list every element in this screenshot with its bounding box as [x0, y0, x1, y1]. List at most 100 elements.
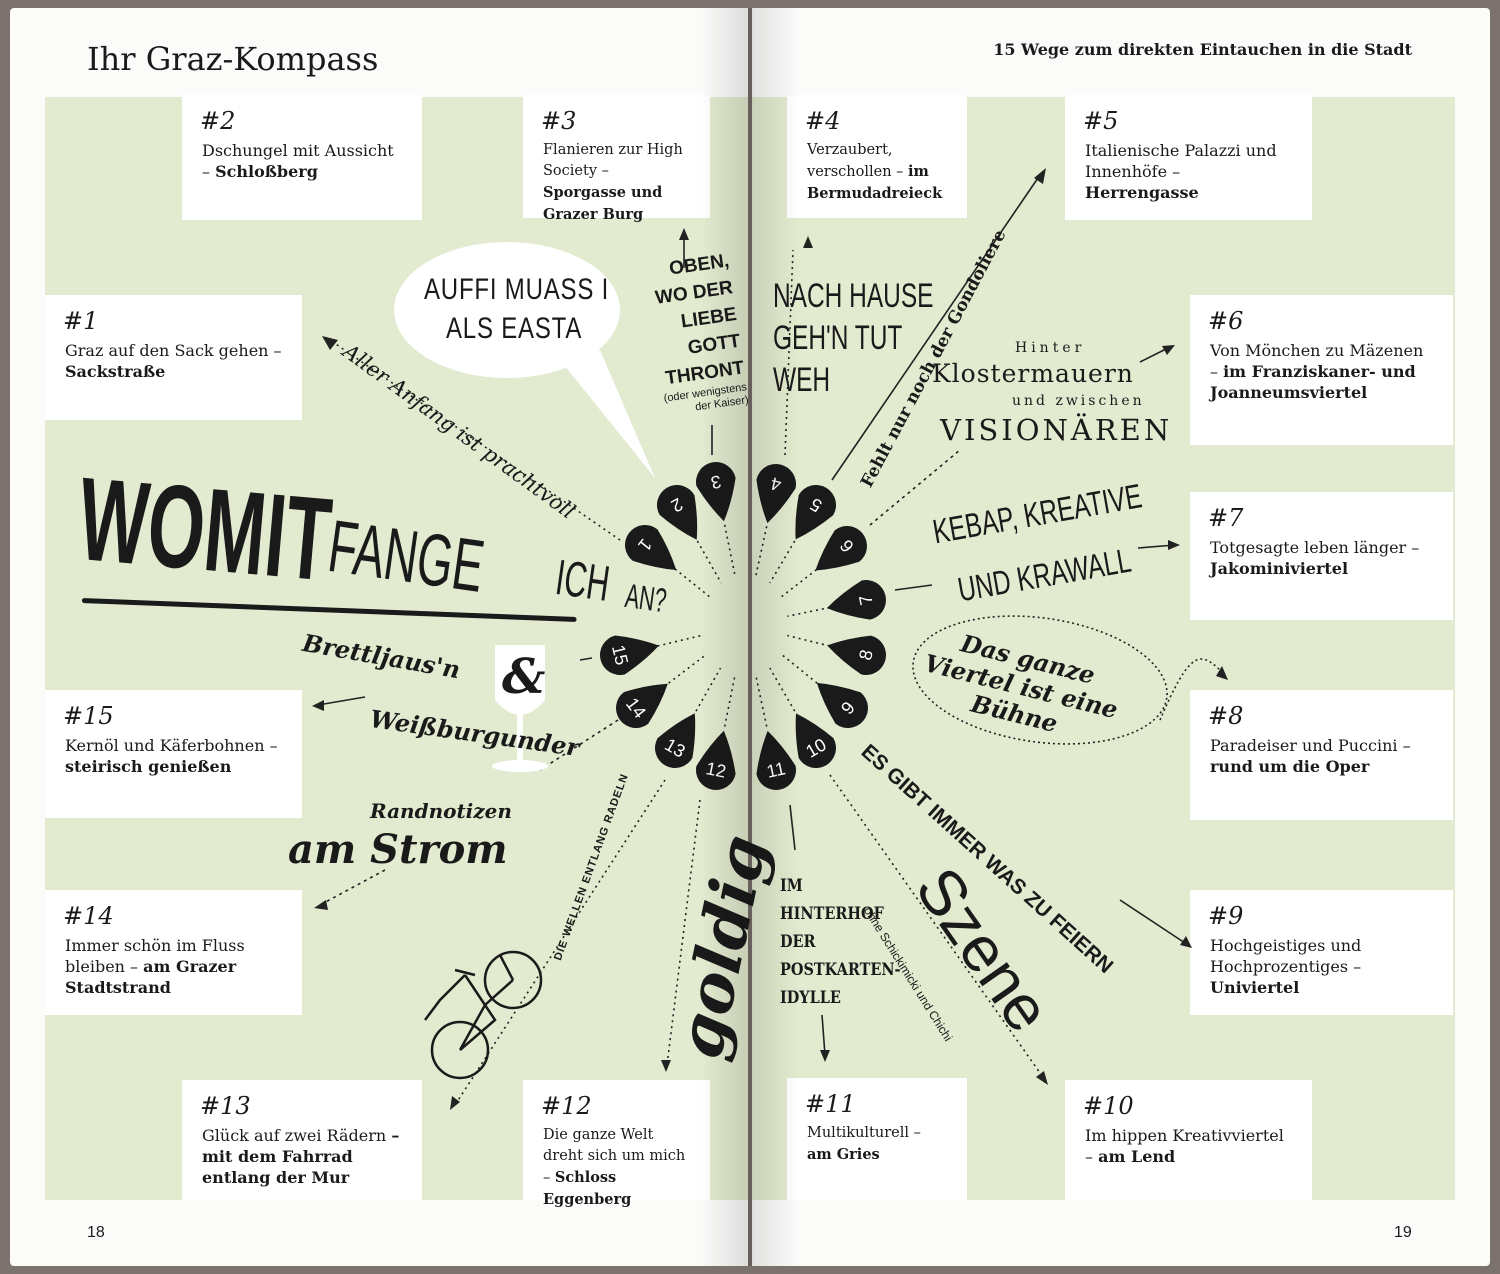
- box-number: #6: [1208, 307, 1244, 335]
- pin-ray: [723, 675, 736, 727]
- pin-number: 4: [769, 473, 783, 495]
- box-bold-text: rund um die Oper: [1210, 757, 1370, 776]
- box-bold-text: Schloss Eggenberg: [543, 1169, 632, 1208]
- box-text: Von Mönchen zu Mäzenen –: [1210, 341, 1424, 381]
- pin-marker-15: 15: [600, 635, 659, 675]
- pin-number: 11: [765, 758, 787, 781]
- pin-ray: [674, 568, 711, 598]
- box-bold-text: im Franziskaner- und Joanneumsviertel: [1210, 362, 1416, 402]
- bicycle-icon: [424, 950, 543, 1080]
- box-text: Flanieren zur High Society –: [543, 142, 683, 179]
- box-bold-text: Univiertel: [1210, 978, 1300, 997]
- box-number: #12: [541, 1092, 592, 1120]
- box-bold-text: im Bermudadreieck: [807, 163, 943, 202]
- box-bold-text: Herrengasse: [1085, 183, 1199, 202]
- pin-shape: [600, 635, 659, 675]
- pin-ray: [723, 524, 736, 576]
- box-bold-text: am Grazer Stadtstrand: [65, 957, 237, 997]
- pin-ray: [780, 653, 818, 684]
- pin-ray: [696, 540, 722, 584]
- pin-marker-10: 10: [795, 713, 836, 768]
- pin-ray: [755, 526, 768, 576]
- pin-marker-5: 5: [795, 485, 836, 540]
- pin-number: 3: [709, 471, 723, 493]
- pin-shape: [756, 730, 796, 790]
- box-bold-text: Sackstraße: [65, 362, 166, 381]
- wine-glass-icon: [492, 645, 548, 772]
- box-number: #9: [1208, 902, 1244, 930]
- womit-heading: WOMIT: [73, 453, 337, 607]
- pin-marker-13: 13: [655, 713, 696, 768]
- page-subtitle: 15 Wege zum direkten Eintauchen in die S…: [993, 40, 1412, 59]
- box-number: #7: [1208, 504, 1244, 532]
- bubble-text-line2: ALS EASTA: [446, 312, 583, 345]
- pin-ray: [657, 634, 702, 647]
- pin-marker-3: 3: [696, 462, 736, 522]
- ich-heading: ICH: [552, 549, 614, 612]
- pin-marker-2: 2: [657, 485, 698, 540]
- pin-marker-1: 1: [625, 525, 677, 570]
- box-number: #15: [63, 702, 114, 730]
- pin-ray: [695, 667, 722, 712]
- box-text: Totgesagte leben länger –: [1210, 538, 1420, 557]
- pin-shape: [657, 485, 698, 540]
- pin-marker-8: 8: [827, 635, 886, 675]
- pin-ray: [668, 653, 708, 684]
- ampersand: &: [502, 649, 546, 705]
- arrow-heads: [312, 168, 1228, 1110]
- am-strom-text: am Strom: [288, 826, 508, 873]
- box-number: #14: [63, 902, 114, 930]
- speech-bubble: [394, 242, 655, 478]
- und-zwischen-text: und zwischen: [1012, 393, 1145, 409]
- box-text: Hochgeistiges und Hochprozentiges –: [1210, 936, 1362, 976]
- box-text: Die ganze Welt dreht sich um mich –: [543, 1127, 686, 1186]
- box-number: #1: [63, 307, 99, 335]
- pin-marker-14: 14: [616, 683, 668, 728]
- pin-shape: [616, 683, 668, 728]
- pin-number: 7: [855, 593, 877, 607]
- box-number: #13: [200, 1092, 251, 1120]
- pin-marker-7: 7: [826, 580, 886, 620]
- pin-number: 12: [704, 758, 728, 782]
- box-text: Paradeiser und Puccini –: [1210, 736, 1411, 755]
- pin-shape: [696, 462, 736, 522]
- box-bold-text: – mit dem Fahrrad entlang der Mur: [202, 1126, 400, 1187]
- pin-shape: [696, 730, 736, 790]
- box-number: #11: [805, 1090, 856, 1118]
- box-text: Immer schön im Fluss bleiben –: [65, 936, 245, 976]
- box-text: Graz auf den Sack gehen –: [65, 341, 282, 360]
- page-title: Ihr Graz-Kompass: [87, 40, 379, 78]
- pin-marker-12: 12: [696, 730, 736, 790]
- box-bold-text: Jakominiviertel: [1210, 559, 1349, 578]
- pin-ray: [769, 667, 796, 712]
- box-bold-text: am Lend: [1098, 1147, 1176, 1166]
- pin-shape: [795, 713, 836, 768]
- randnotizen-text: Randnotizen: [370, 799, 512, 823]
- box-bold-text: am Gries: [807, 1146, 880, 1163]
- visionaeren-text: VISIONÄREN: [940, 413, 1173, 447]
- box-number: #5: [1083, 107, 1119, 135]
- page-number-right: 19: [1394, 1224, 1412, 1241]
- pin-shape: [815, 526, 867, 571]
- an-heading: AN?: [622, 577, 669, 621]
- box-number: #2: [200, 107, 236, 135]
- connector-lines: [317, 174, 1223, 1106]
- box-text: Glück auf zwei Rädern: [202, 1126, 387, 1145]
- pin-shape: [655, 713, 696, 768]
- box-text: Italienische Palazzi und Innenhöfe –: [1085, 141, 1277, 181]
- pin-ray: [787, 606, 830, 618]
- box-text: Im hippen Kreativviertel –: [1085, 1126, 1284, 1166]
- box-text: Dschungel mit Aussicht –: [202, 141, 394, 181]
